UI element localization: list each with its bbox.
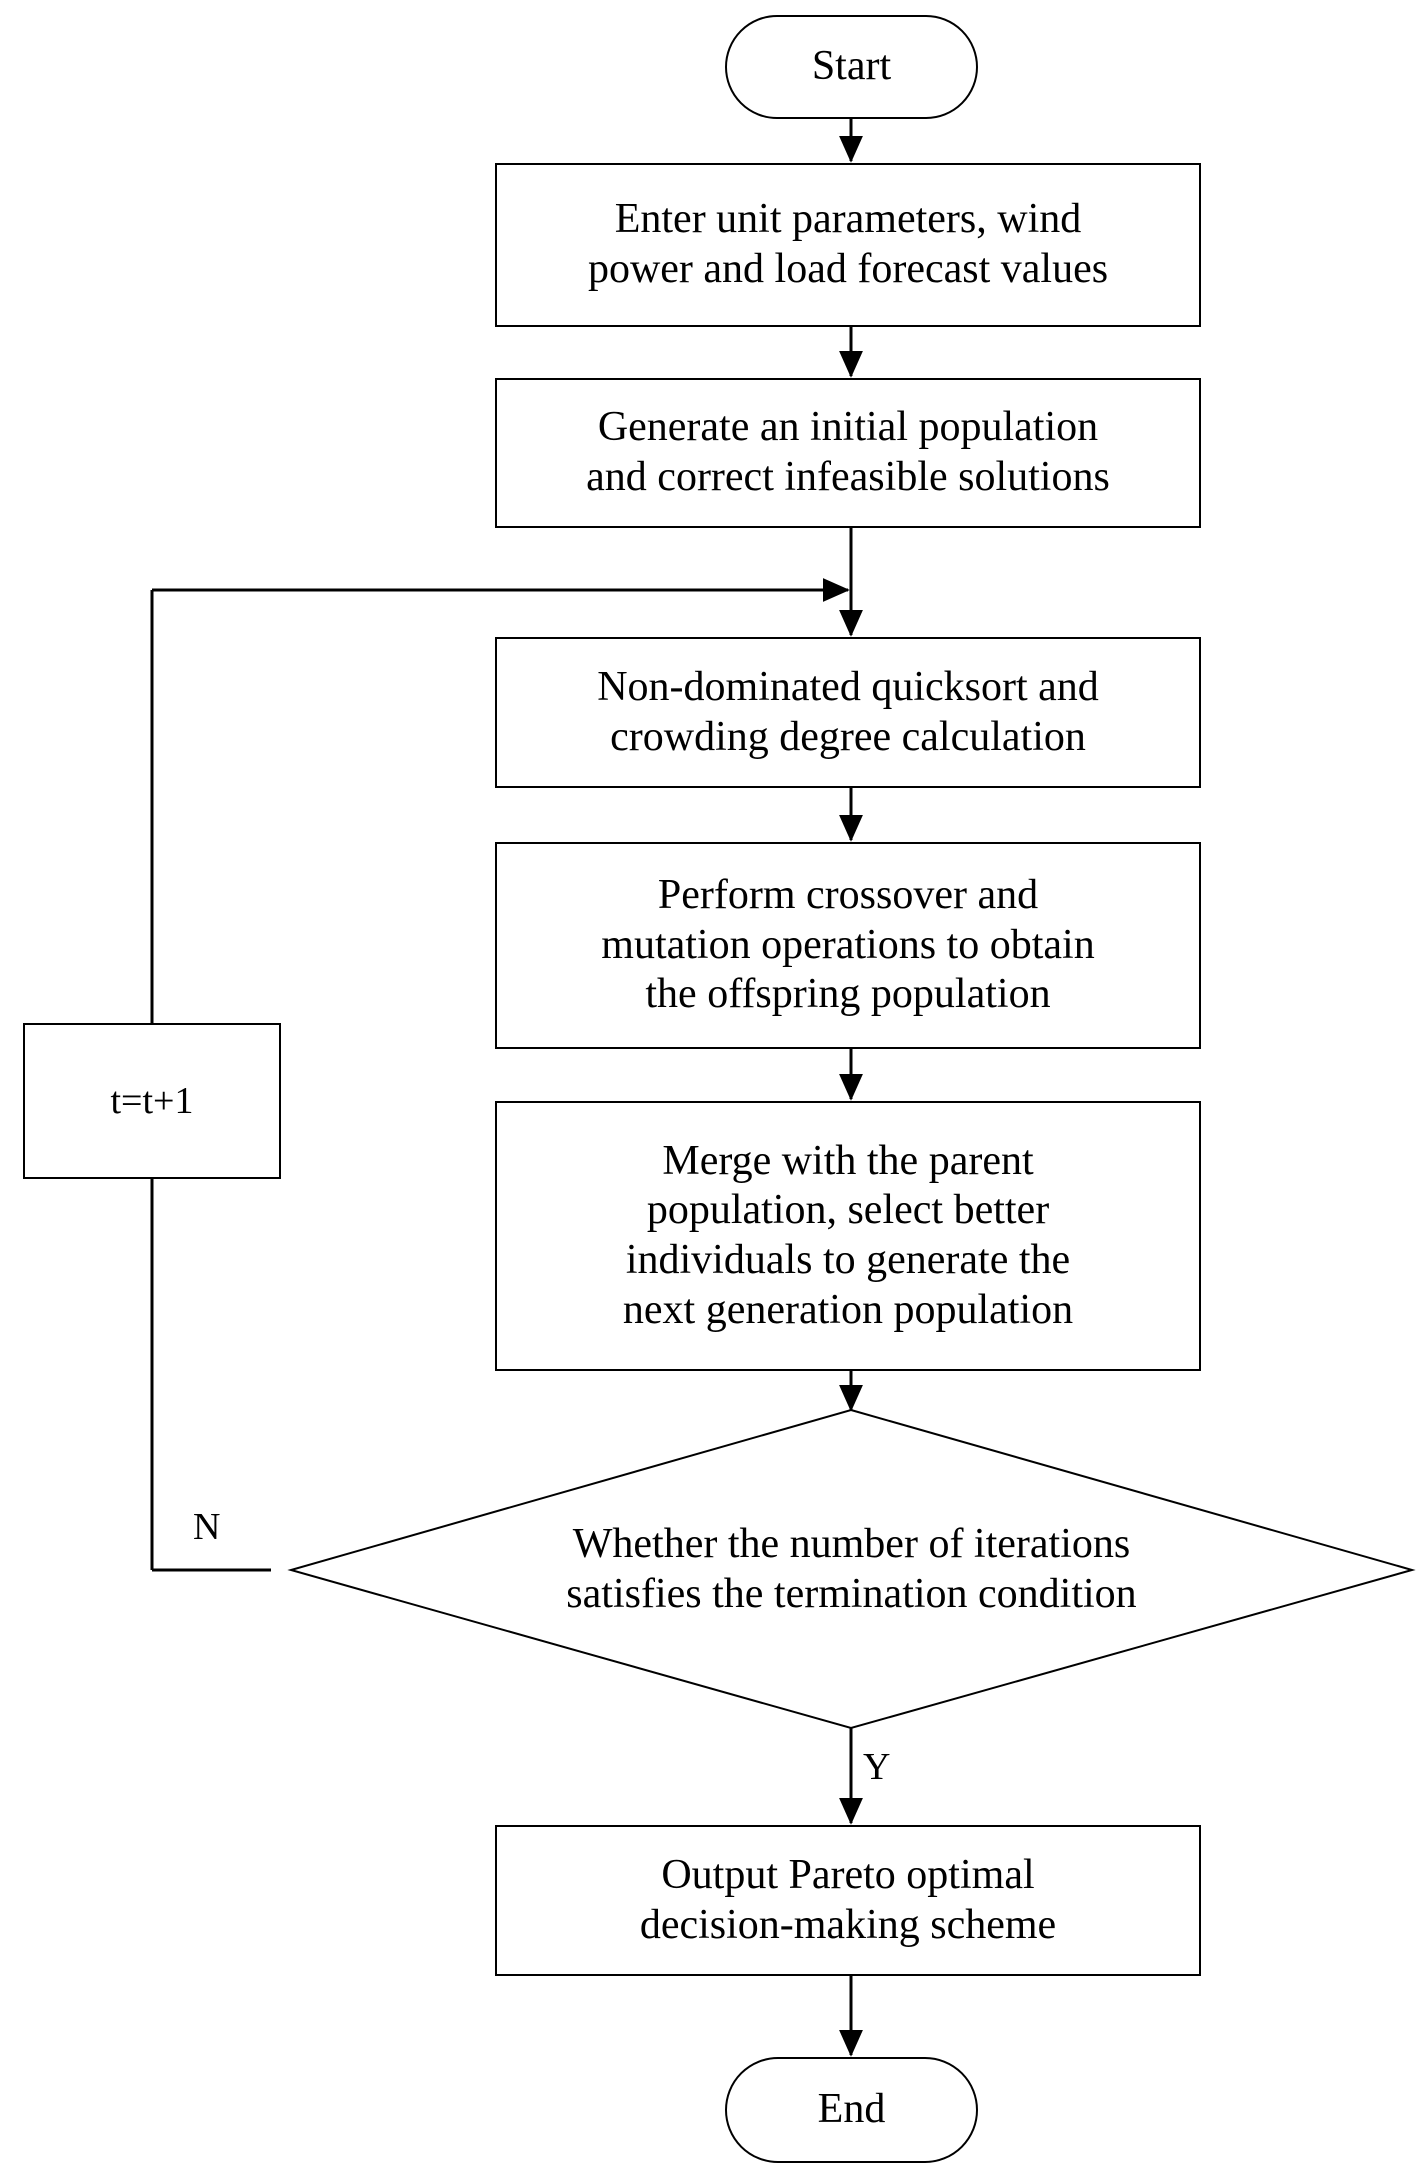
node-merge-parent-population[interactable]: Merge with the parent population, select… xyxy=(495,1101,1201,1371)
node-crossover-mutation-label: Perform crossover and mutation operation… xyxy=(601,872,1095,1018)
node-non-dominated-quicksort[interactable]: Non-dominated quicksort and crowding deg… xyxy=(495,637,1201,788)
node-generate-initial-population[interactable]: Generate an initial population and corre… xyxy=(495,378,1201,528)
node-start-label: Start xyxy=(811,43,892,90)
edge-label-yes: Y xyxy=(863,1746,891,1788)
node-enter-unit-parameters[interactable]: Enter unit parameters, wind power and lo… xyxy=(495,163,1201,327)
node-end-label: End xyxy=(817,2086,886,2133)
node-start[interactable]: Start xyxy=(725,15,978,119)
edge-label-no: N xyxy=(193,1506,221,1548)
node-termination-decision-label: Whether the number of iterations satisfi… xyxy=(566,1521,1137,1617)
node-merge-parent-population-label: Merge with the parent population, select… xyxy=(622,1137,1074,1333)
node-output-pareto-scheme-label: Output Pareto optimal decision-making sc… xyxy=(639,1851,1057,1948)
node-enter-unit-parameters-label: Enter unit parameters, wind power and lo… xyxy=(587,196,1109,292)
node-increment-iteration-label: t=t+1 xyxy=(110,1079,194,1122)
node-crossover-mutation[interactable]: Perform crossover and mutation operation… xyxy=(495,842,1201,1049)
node-end[interactable]: End xyxy=(725,2057,978,2163)
node-termination-decision[interactable]: Whether the number of iterations satisfi… xyxy=(291,1490,1412,1650)
node-increment-iteration[interactable]: t=t+1 xyxy=(23,1023,281,1179)
node-generate-initial-population-label: Generate an initial population and corre… xyxy=(586,404,1110,500)
node-output-pareto-scheme[interactable]: Output Pareto optimal decision-making sc… xyxy=(495,1825,1201,1976)
node-non-dominated-quicksort-label: Non-dominated quicksort and crowding deg… xyxy=(597,663,1099,760)
